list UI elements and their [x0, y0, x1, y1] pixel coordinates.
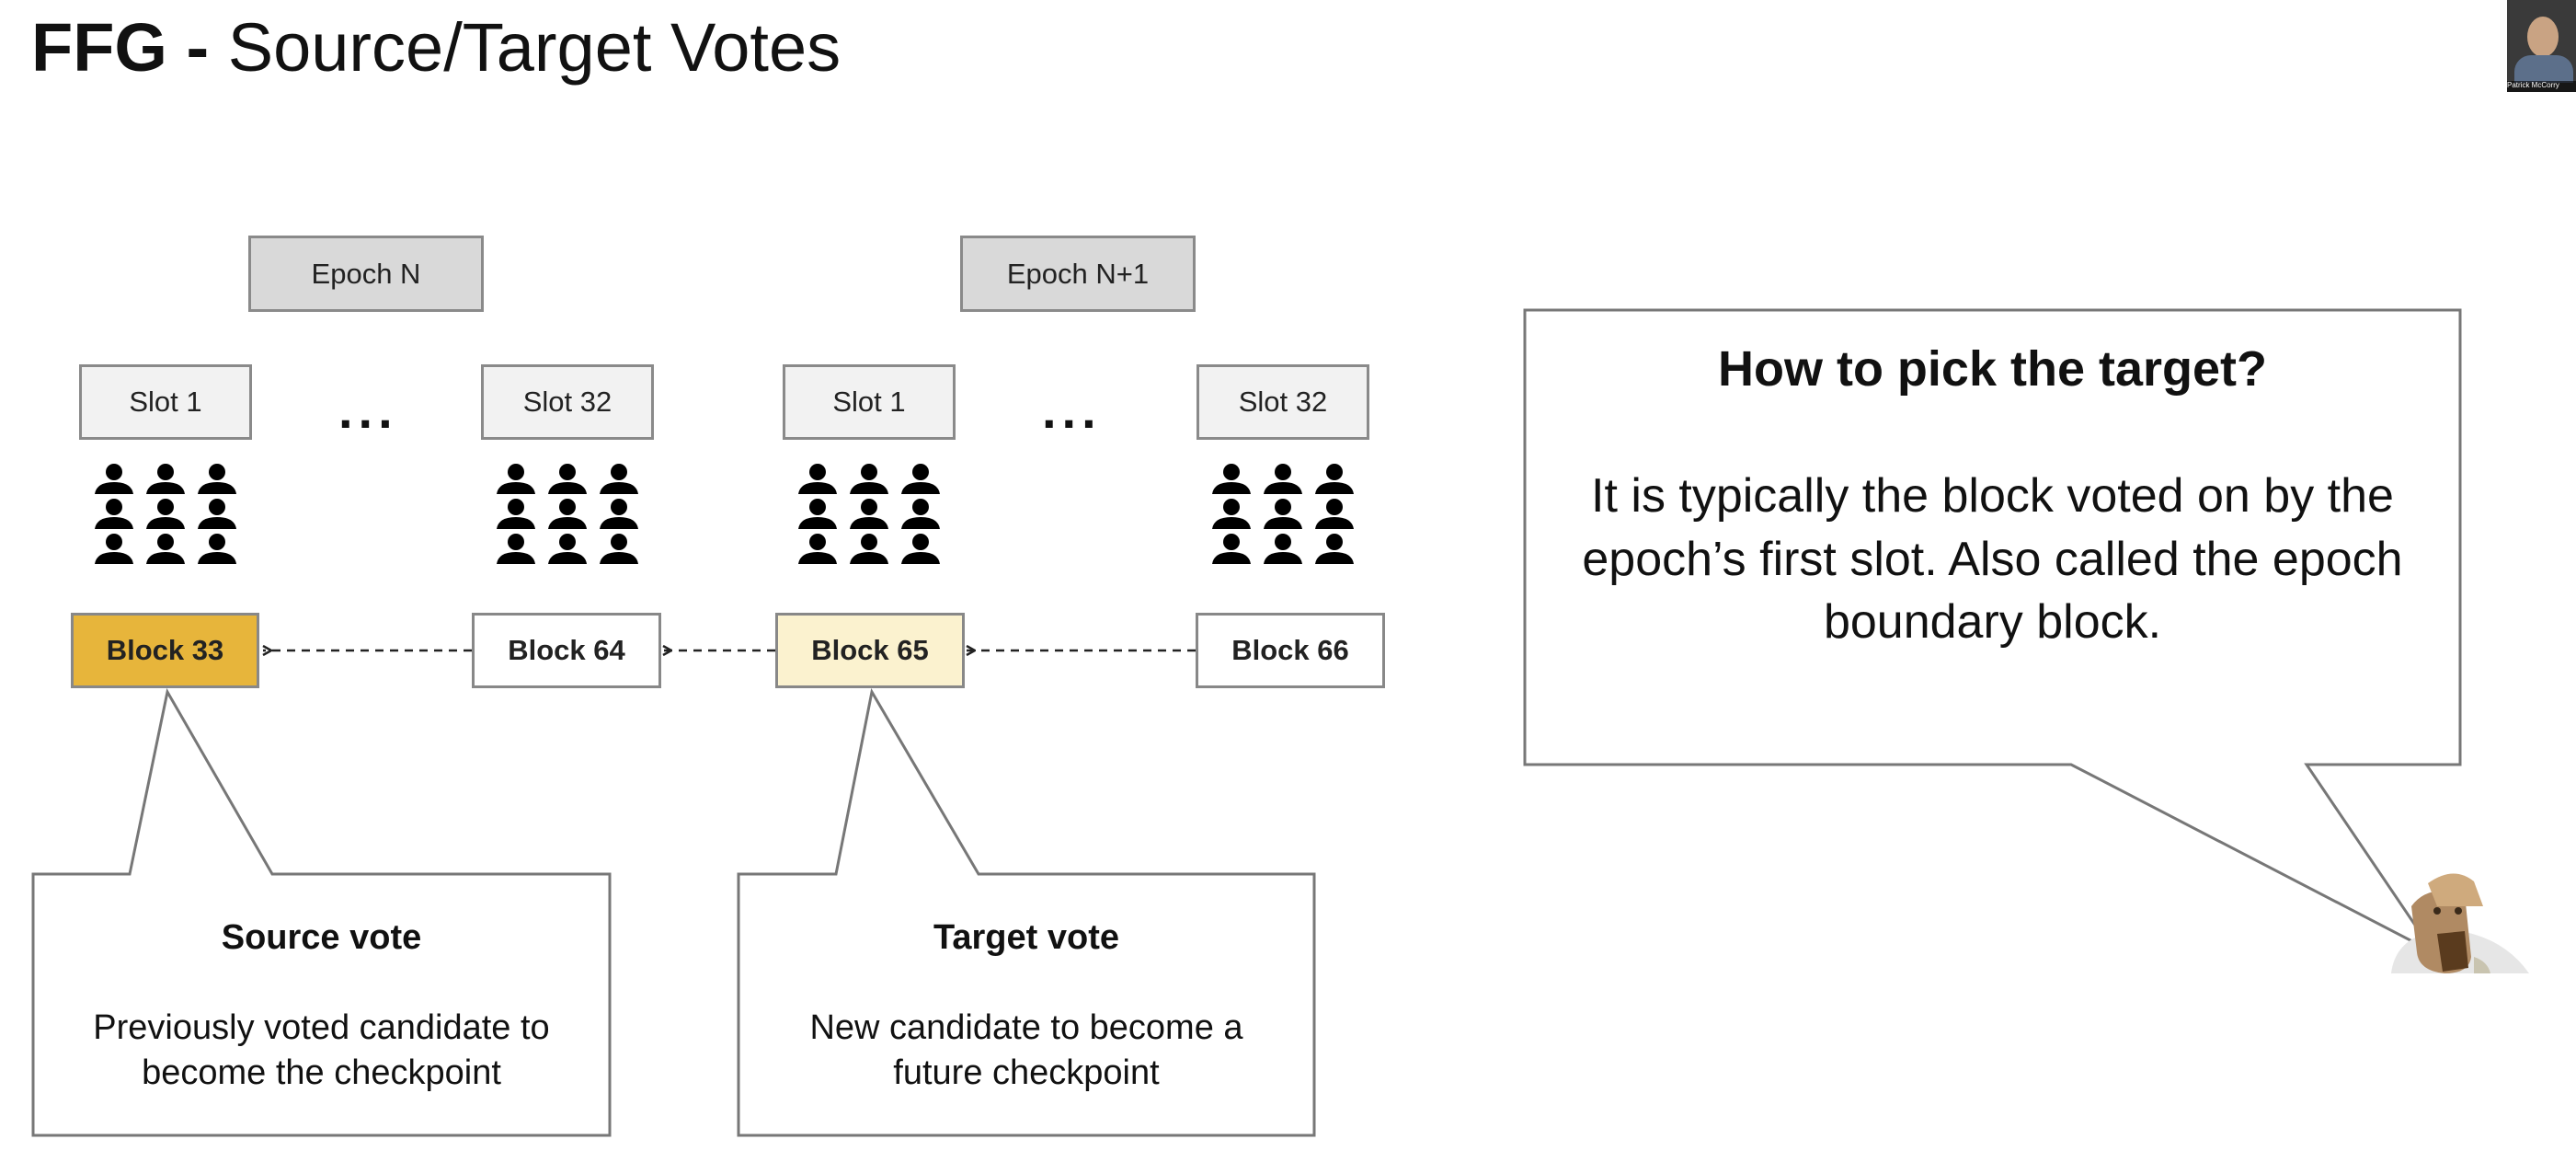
explainer-bubble-shape: [1523, 308, 2462, 954]
person-icon: [850, 499, 888, 529]
person-icon: [1264, 464, 1302, 494]
block-64: Block 64: [472, 613, 661, 688]
person-icon: [497, 499, 535, 529]
person-icon: [1212, 534, 1251, 564]
person-icon: [1315, 534, 1354, 564]
person-icon: [600, 464, 638, 494]
epoch-n-label: Epoch N: [248, 236, 484, 312]
target-vote-description: New candidate to become a future checkpo…: [809, 1008, 1243, 1093]
person-icon: [497, 534, 535, 564]
person-icon: [1212, 499, 1251, 529]
person-icon: [1315, 499, 1354, 529]
person-icon: [600, 534, 638, 564]
target-callout-shape: [737, 687, 1316, 1137]
person-icon: [548, 499, 587, 529]
slide-title-regular: Source/Target Votes: [227, 9, 841, 86]
slot-1-epoch-n: Slot 1: [79, 364, 252, 440]
epoch-n-plus-1-label: Epoch N+1: [960, 236, 1196, 312]
validator-icons: [497, 464, 638, 564]
source-vote-description: Previously voted candidate to become the…: [93, 1008, 550, 1093]
ellipsis-epoch-n: ...: [338, 381, 398, 439]
slot-32-epoch-n-plus-1: Slot 32: [1196, 364, 1369, 440]
validator-group-slot-32-epoch-n-plus-1: [1209, 460, 1357, 566]
target-vote-title: Target vote: [933, 918, 1119, 957]
validator-icons: [95, 464, 236, 564]
validator-icons: [798, 464, 940, 564]
person-icon: [1264, 499, 1302, 529]
slot-1-epoch-n-plus-1: Slot 1: [783, 364, 956, 440]
person-icon: [95, 534, 133, 564]
person-icon: [798, 499, 837, 529]
presenter-face: [2527, 17, 2559, 57]
person-icon: [901, 499, 940, 529]
person-icon: [95, 499, 133, 529]
explainer-title: How to pick the target?: [1717, 341, 2268, 397]
presenter-shirt: [2514, 55, 2573, 83]
person-icon: [146, 534, 185, 564]
slide-title-bold: FFG -: [31, 9, 228, 86]
presenter-name: Patrick McCorry: [2507, 81, 2576, 92]
block-66: Block 66: [1196, 613, 1385, 688]
person-icon: [497, 464, 535, 494]
person-icon: [1315, 464, 1354, 494]
person-icon: [798, 464, 837, 494]
person-icon: [901, 534, 940, 564]
presenter-webcam: Patrick McCorry: [2507, 0, 2576, 92]
person-icon: [95, 464, 133, 494]
validator-group-slot-32-epoch-n: [494, 460, 641, 566]
validator-group-slot-1-epoch-n-plus-1: [796, 460, 943, 566]
source-callout-shape: [31, 687, 612, 1137]
person-icon: [850, 534, 888, 564]
person-icon: [600, 499, 638, 529]
person-icon: [198, 464, 236, 494]
person-icon: [901, 464, 940, 494]
validator-group-slot-1-epoch-n: [92, 460, 239, 566]
person-icon: [1264, 534, 1302, 564]
person-icon: [798, 534, 837, 564]
person-icon: [850, 464, 888, 494]
explainer-description: It is typically the block voted on by th…: [1582, 469, 2403, 650]
person-icon: [548, 534, 587, 564]
person-icon: [198, 534, 236, 564]
slide-title: FFG - Source/Target Votes: [31, 7, 841, 89]
person-icon: [146, 464, 185, 494]
source-vote-title: Source vote: [221, 918, 422, 957]
block-33: Block 33: [71, 613, 259, 688]
character-avatar-icon: [2391, 873, 2529, 973]
block-65: Block 65: [775, 613, 965, 688]
slot-32-epoch-n: Slot 32: [481, 364, 654, 440]
person-icon: [146, 499, 185, 529]
person-icon: [1212, 464, 1251, 494]
person-icon: [198, 499, 236, 529]
person-icon: [548, 464, 587, 494]
ellipsis-epoch-n-plus-1: ...: [1042, 381, 1102, 439]
validator-icons: [1212, 464, 1354, 564]
